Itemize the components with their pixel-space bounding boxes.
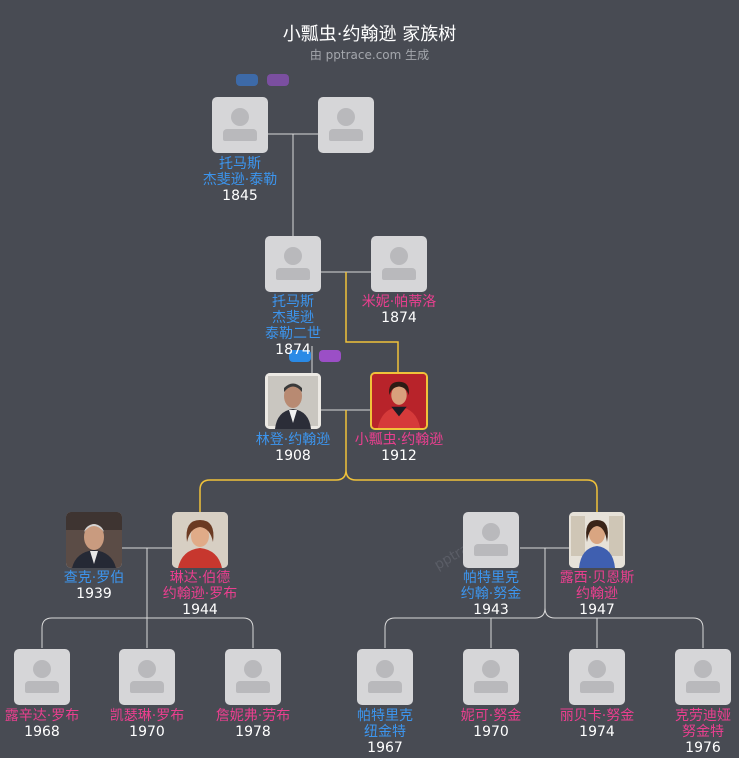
person-name: 露辛达·罗布: [4, 708, 80, 724]
person-card-unknown[interactable]: [318, 97, 374, 153]
person-name: 克劳迪娅 努金特: [675, 708, 731, 740]
portrait-photo: [569, 512, 625, 568]
person-name: 林登·约翰逊: [255, 432, 331, 448]
person-name: 丽贝卡·努金: [559, 708, 635, 724]
person-name: 琳达·伯德 约翰逊·罗布: [162, 570, 238, 602]
person-year: 1939: [76, 586, 112, 602]
person-card-patrick-nugent-jr[interactable]: [357, 649, 413, 705]
person-year: 1908: [275, 448, 311, 464]
person-card-luci-baines-johnson[interactable]: [569, 512, 625, 568]
person-card-patrick-nugent[interactable]: [463, 512, 519, 568]
person-name: 查克·罗伯: [63, 570, 125, 586]
avatar-placeholder-icon: [138, 660, 156, 678]
person-card-lynda-bird-johnson-robb[interactable]: [172, 512, 228, 568]
page-title: 小瓢虫·约翰逊 家族树: [282, 24, 457, 45]
portrait-photo: [66, 512, 122, 568]
avatar-placeholder-icon: [588, 660, 606, 678]
portrait-photo: [172, 512, 228, 568]
marriage-indicator-male: [236, 74, 258, 86]
avatar-placeholder-icon: [482, 523, 500, 541]
person-year: 1974: [579, 724, 615, 740]
avatar-placeholder-icon: [231, 108, 249, 126]
person-year: 1970: [473, 724, 509, 740]
avatar-placeholder-icon: [284, 247, 302, 265]
person-year: 1912: [381, 448, 417, 464]
avatar-placeholder-icon: [694, 660, 712, 678]
person-year: 1968: [24, 724, 60, 740]
person-name: 帕特里克 纽金特: [357, 708, 413, 740]
avatar-placeholder-icon: [244, 660, 262, 678]
person-year: 1845: [222, 188, 258, 204]
person-year: 1978: [235, 724, 271, 740]
person-card-rebekah-nugent[interactable]: [569, 649, 625, 705]
person-card-claudia-nugent[interactable]: [675, 649, 731, 705]
person-name: 米妮·帕蒂洛: [361, 294, 437, 310]
person-name: 凯瑟琳·罗布: [109, 708, 185, 724]
person-year: 1874: [381, 310, 417, 326]
person-card-nicole-nugent[interactable]: [463, 649, 519, 705]
person-card-chuck-robb[interactable]: [66, 512, 122, 568]
person-year: 1970: [129, 724, 165, 740]
portrait-photo: [372, 374, 426, 428]
person-year: 1944: [182, 602, 218, 618]
person-year: 1943: [473, 602, 509, 618]
portrait-photo: [265, 373, 321, 429]
avatar-placeholder-icon: [482, 660, 500, 678]
page-subtitle: 由 pptrace.com 生成: [309, 48, 430, 62]
marriage-indicator-male: [289, 350, 311, 362]
person-year: 1874: [275, 342, 311, 358]
avatar-placeholder-icon: [376, 660, 394, 678]
person-name: 托马斯 杰斐逊 泰勒二世: [265, 294, 321, 342]
person-year: 1967: [367, 740, 403, 756]
person-card-catherine-robb[interactable]: [119, 649, 175, 705]
person-name: 托马斯 杰斐逊·泰勒: [202, 156, 278, 188]
marriage-indicator-female: [319, 350, 341, 362]
person-year: 1947: [579, 602, 615, 618]
person-card-lyndon-johnson[interactable]: [265, 373, 321, 429]
avatar-placeholder-icon: [390, 247, 408, 265]
avatar-placeholder-icon: [33, 660, 51, 678]
person-card-lucinda-robb[interactable]: [14, 649, 70, 705]
person-name: 帕特里克 约翰·努金: [460, 570, 522, 602]
descent-line-highlight: [345, 272, 399, 372]
person-name: 詹妮弗·劳布: [215, 708, 291, 724]
marriage-indicator-female: [267, 74, 289, 86]
person-year: 1976: [685, 740, 721, 756]
avatar-placeholder-icon: [337, 108, 355, 126]
person-name: 妮可·努金: [460, 708, 522, 724]
descent-line-highlight: [199, 410, 598, 512]
person-card-jennifer-robb[interactable]: [225, 649, 281, 705]
person-card-minnie-pattillo[interactable]: [371, 236, 427, 292]
person-card-lady-bird-johnson[interactable]: [370, 372, 428, 430]
person-card-thomas-taylor-ii[interactable]: [265, 236, 321, 292]
descent-line: [384, 548, 704, 648]
descent-line: [41, 548, 254, 648]
person-name: 小瓢虫·约翰逊: [354, 432, 444, 448]
person-card-thomas-taylor[interactable]: [212, 97, 268, 153]
person-name: 露西·贝恩斯 约翰逊: [559, 570, 635, 602]
